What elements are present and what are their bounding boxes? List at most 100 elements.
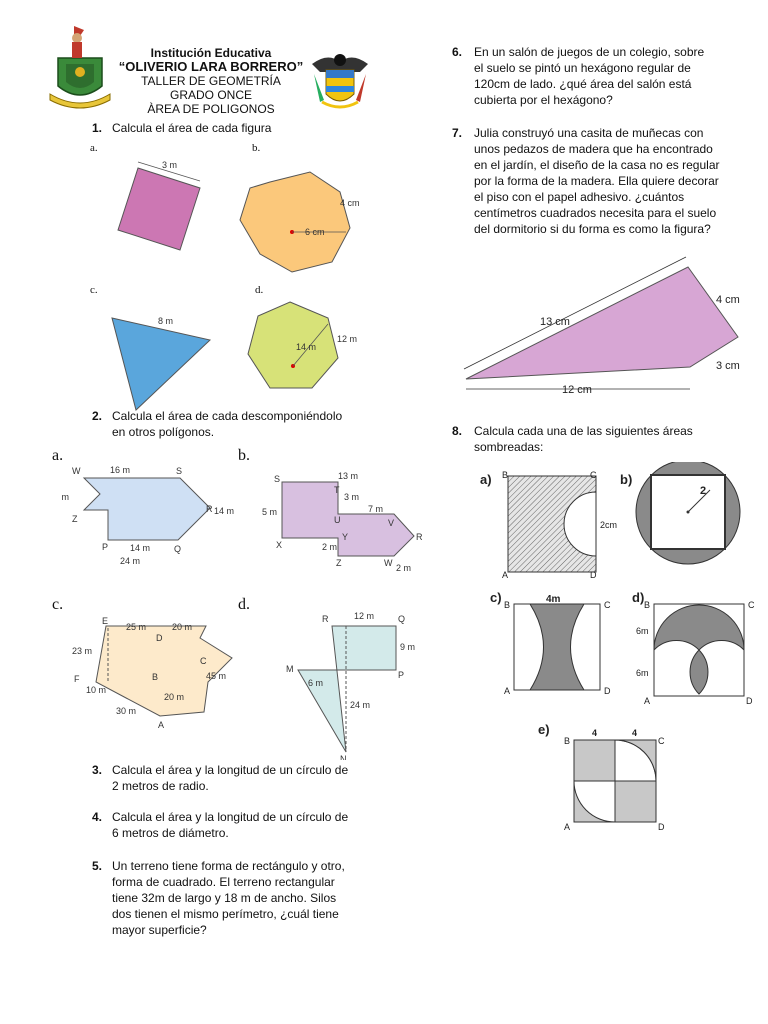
q2b-U: U <box>334 515 341 525</box>
q8d-C: C <box>748 600 755 610</box>
q2-text-1: Calcula el área de cada descomponiéndolo <box>112 409 343 423</box>
q8d-A: A <box>644 696 650 706</box>
q2b-S: S <box>274 474 280 484</box>
q6-number: 6. <box>452 45 463 59</box>
q8d-h2: 6m <box>636 668 649 678</box>
q1-figures: 3 m 6 cm 4 cm 8 m 14 m 12 m <box>111 160 360 411</box>
q1-label-c: c. <box>90 284 98 296</box>
q2a-shape <box>82 477 211 541</box>
q7-number: 7. <box>452 126 463 140</box>
q5-line-2: forma de cuadrado. El terreno rectangula… <box>112 875 335 889</box>
q2c-A: A <box>158 720 164 730</box>
q8e-C: C <box>658 736 665 746</box>
q2a-top: 16 m <box>110 465 130 475</box>
q7-line-5: el piso con el papel adhesivo. ¿cuántos <box>474 190 685 204</box>
q1-label-d: d. <box>255 284 264 296</box>
q8d-B: B <box>644 600 650 610</box>
q1-label-b: b. <box>252 142 261 154</box>
q2c-E: E <box>102 616 108 626</box>
q2c-top2: 20 m <box>172 622 192 632</box>
q1d-radius: 14 m <box>296 342 316 352</box>
q2b-V: V <box>388 518 394 528</box>
q8-number: 8. <box>452 424 463 438</box>
q2-label-a: a. <box>52 447 64 464</box>
q2a-W: W <box>72 466 81 476</box>
q7-quadrilateral <box>465 266 739 380</box>
q2d-right: 9 m <box>400 642 415 652</box>
q8c-A: A <box>504 686 510 696</box>
q1-text: Calcula el área de cada figura <box>112 121 272 135</box>
q2c-left: 23 m <box>72 646 92 656</box>
q8e-t2: 4 <box>632 728 637 738</box>
q8a-D: D <box>590 570 597 580</box>
q2b-mid: 7 m <box>368 504 383 514</box>
q8c-top: 4m <box>546 594 561 605</box>
school-crest-logo <box>44 24 116 114</box>
q2a-mid: 14 m <box>130 543 150 553</box>
q8c-D: D <box>604 686 611 696</box>
q1b-side: 4 cm <box>340 198 360 208</box>
q1a-dim: 3 m <box>162 160 177 170</box>
q2d-Q: Q <box>398 614 405 624</box>
q8-figures: a) B C A D 2cm b) 2 c) B 4m C A D d) B C… <box>480 462 755 832</box>
q1d-side: 12 m <box>337 334 357 344</box>
q4-text-1: Calcula el área y la longitud de un círc… <box>112 810 349 824</box>
q2a-Z: Z <box>72 514 78 524</box>
q2b-small: 2 m <box>322 542 337 552</box>
q2b-Y: Y <box>342 532 348 542</box>
q8d-D: D <box>746 696 753 706</box>
q2b-Z: Z <box>336 558 342 568</box>
q2c-B: B <box>152 672 158 682</box>
q2-label-b: b. <box>238 447 250 464</box>
topic-title: ÀREA DE POLIGONOS <box>147 102 275 116</box>
q1a-square <box>117 167 201 251</box>
q2a-bottom: 24 m <box>120 556 140 566</box>
q7-dim-right: 4 cm <box>716 294 740 306</box>
q1b-octagon <box>239 171 351 273</box>
q1b-apothem: 6 cm <box>305 227 325 237</box>
q3-text-2: 2 metros de radio. <box>112 779 209 793</box>
q6-line-4: cubierta por el hexágono? <box>474 93 613 107</box>
q5-number: 5. <box>92 859 103 873</box>
q5-line-5: mayor superficie? <box>112 923 207 937</box>
q2a-Q: Q <box>174 544 181 554</box>
q2a-S: S <box>176 466 182 476</box>
q8e-t1: 4 <box>592 728 597 738</box>
q6-line-3: 120cm de lado. ¿qué área del salón está <box>474 77 692 91</box>
q8-label-d: d) <box>632 590 644 605</box>
q2b-top: 13 m <box>338 471 358 481</box>
q8-text-1: Calcula cada una de las siguientes áreas <box>474 424 693 438</box>
q8d-h1: 6m <box>636 626 649 636</box>
q7-line-6: centímetros cuadrados necesita para el s… <box>474 206 717 220</box>
q7-dim-small: 3 cm <box>716 360 740 372</box>
q2b-t3: 3 m <box>344 492 359 502</box>
q8-label-a: a) <box>480 472 492 487</box>
q2a-right: 14 m <box>214 506 234 516</box>
q2c-D: D <box>156 633 163 643</box>
q1-label-a: a. <box>90 142 98 154</box>
q2a-P: P <box>102 542 108 552</box>
q2-figures: W S Z R P Q 16 m 8 m 14 m 14 m 24 m S 13… <box>60 465 423 760</box>
q2a-left: 8 m <box>60 492 69 502</box>
q2d-shape <box>297 625 397 753</box>
q2d-left: 6 m <box>308 678 323 688</box>
q8a-A: A <box>502 570 508 580</box>
q8-label-c: c) <box>490 590 502 605</box>
q2c-top1: 25 m <box>126 622 146 632</box>
grade-label: GRADO ONCE <box>169 88 252 102</box>
q8e-D: D <box>658 822 665 832</box>
q2c-C: C <box>200 656 207 666</box>
q7-dim-hyp: 13 cm <box>540 316 570 328</box>
school-name: “OLIVERIO LARA BORRERO” <box>118 59 304 74</box>
q2d-M: M <box>286 664 294 674</box>
q4-text-2: 6 metros de diámetro. <box>112 826 229 840</box>
q6-line-1: En un salón de juegos de un colegio, sob… <box>474 45 705 59</box>
q1c-side: 8 m <box>158 316 173 326</box>
q2b-R: R <box>416 532 423 542</box>
q5-line-3: tiene 32m de largo y 18 m de ancho. Silo… <box>112 891 337 905</box>
q2d-top: 12 m <box>354 611 374 621</box>
q2a-R: R <box>206 504 213 514</box>
q2c-shape <box>95 625 233 717</box>
q8c-B: B <box>504 600 510 610</box>
q2c-low: 10 m <box>86 685 106 695</box>
